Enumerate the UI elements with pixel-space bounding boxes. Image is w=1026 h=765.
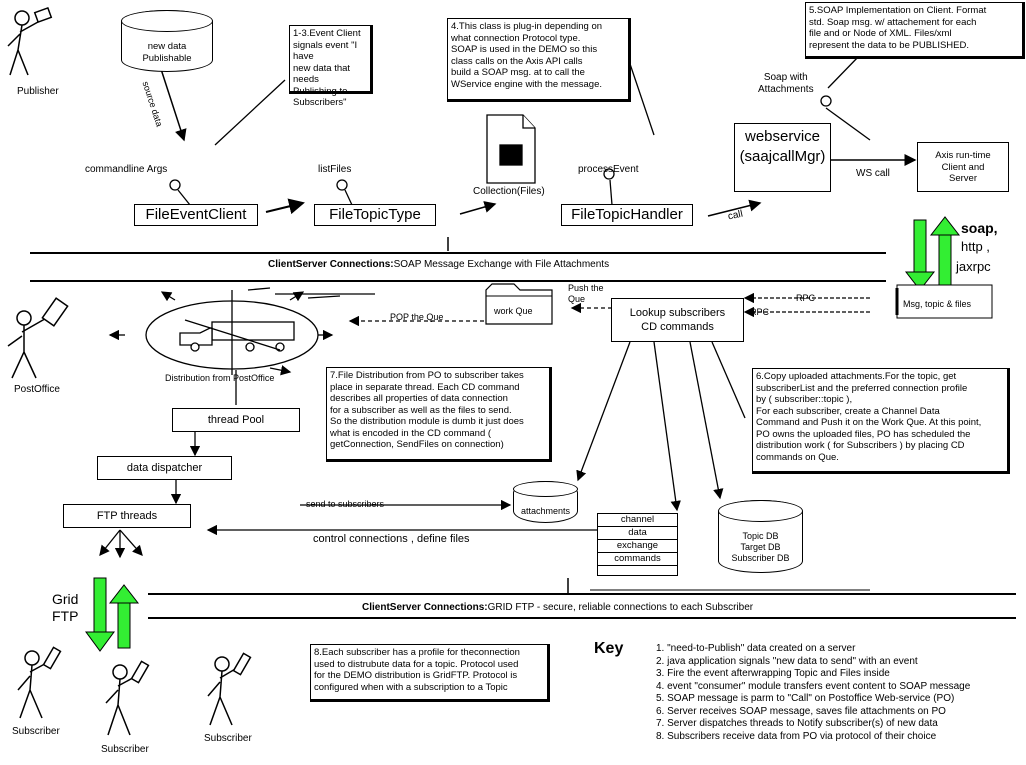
note-plugin-class: 4.This class is plug-in depending on wha… [447,18,631,102]
key-item: 7. Server dispatches threads to Notify s… [656,718,938,729]
file-event-client-class: FileEventClient [134,204,258,226]
publisher-database: new data Publishable [121,10,213,72]
table-row: exchange [598,540,677,553]
topic-db-label: Topic DB Target DB Subscriber DB [731,531,790,563]
note-copy-attachments: 6.Copy uploaded attachments.For the topi… [752,368,1010,474]
http-label: http , [961,239,990,254]
note-subscriber-profile: 8.Each subscriber has a profile for thec… [310,644,550,702]
jaxrpc-label: jaxrpc [956,259,991,274]
lookup-subscribers-box: Lookup subscribers CD commands [611,298,744,342]
webservice-class: webservice (saajcallMgr) [734,123,831,192]
top-band-label: ClientServer Connections:SOAP Message Ex… [268,259,610,270]
send-to-subscribers-label: send to subscribers [306,499,385,509]
thread-pool-box: thread Pool [172,408,300,432]
grid-ftp-label: Grid FTP [52,591,79,624]
key-title: Key [594,640,624,657]
ws-call-label: WS call [856,168,890,179]
distribution-graphic [108,287,375,376]
subscriber-label-3: Subscriber [204,733,252,744]
file-topic-handler-class: FileTopicHandler [561,204,693,226]
subscriber-label-2: Subscriber [101,744,149,755]
file-topic-type-class: FileTopicType [314,204,436,226]
ftp-threads-box: FTP threads [63,504,191,528]
document-icon [486,114,536,184]
msg-topic-files-label: Msg, topic & files [903,299,972,309]
db-line1: new data [147,41,187,52]
distribution-label: Distribution from PostOffice [165,373,275,383]
processevent-interface-label: processEvent [578,164,639,175]
listfiles-interface-label: listFiles [318,164,352,175]
key-item: 4. event "consumer" module transfers eve… [656,680,971,692]
key-item: 5. SOAP message is parm to "Call" on Pos… [656,693,955,704]
key-item: 3. Fire the event afterwrapping Topic an… [656,668,890,679]
soap-transfer-arrows [904,216,961,291]
subscriber-figure-2 [105,660,150,736]
work-que-label: work Que [494,306,533,316]
table-row: commands [598,553,677,566]
postoffice-label: PostOffice [14,384,60,395]
table-row: data [598,527,677,540]
gridftp-arrows [85,577,140,652]
data-dispatcher-box: data dispatcher [97,456,232,480]
publisher-figure [7,6,53,76]
db-line2: Publishable [142,53,192,64]
bottom-band-label: ClientServer Connections:GRID FTP - secu… [362,602,754,613]
source-data-arrow [159,65,187,142]
channel-data-table: channel data exchange commands [597,513,678,576]
key-item: 2. java application signals "new data to… [656,655,918,667]
control-connections-label: control connections , define files [313,533,470,545]
note-file-distribution: 7.File Distribution from PO to subscribe… [326,367,552,462]
push-que-label: Push the Que [568,283,604,304]
subscriber-figure-1 [17,646,62,719]
topic-database: Topic DB Target DB Subscriber DB [718,500,803,573]
key-list: 1. "need-to-Publish" data created on a s… [656,643,970,743]
key-item: 6. Server receives SOAP message, saves f… [656,705,946,717]
publisher-label: Publisher [17,86,59,97]
commandline-interface-label: commandline Args [85,164,168,175]
note-event-client: 1-3.Event Client signals event "I have n… [289,25,373,108]
note-soap-impl: 5.SOAP Implementation on Client. Format … [805,2,1025,59]
postoffice-figure [7,297,69,379]
soap-connection-band [30,252,886,282]
rpc-label-2: RPC [750,307,770,317]
rpc-label-1: RPC [796,293,816,303]
attachments-database: attachments [513,481,578,523]
gridftp-connection-band [148,593,1016,619]
subscriber-label-1: Subscriber [12,726,60,737]
collection-label: Collection(Files) [473,186,545,197]
axis-runtime-box: Axis run-time Client and Server [917,142,1009,192]
subscriber-figure-3 [207,652,252,726]
key-item: 8. Subscribers receive data from PO via … [656,730,937,742]
attachments-label: attachments [520,506,571,516]
pop-que-label: POP the Que [390,312,444,322]
key-item: 1. "need-to-Publish" data created on a s… [656,643,856,654]
table-row: channel [598,514,677,527]
soap-attachments-label: Soap with Attachments [758,72,814,95]
soap-label: soap, [961,220,998,236]
